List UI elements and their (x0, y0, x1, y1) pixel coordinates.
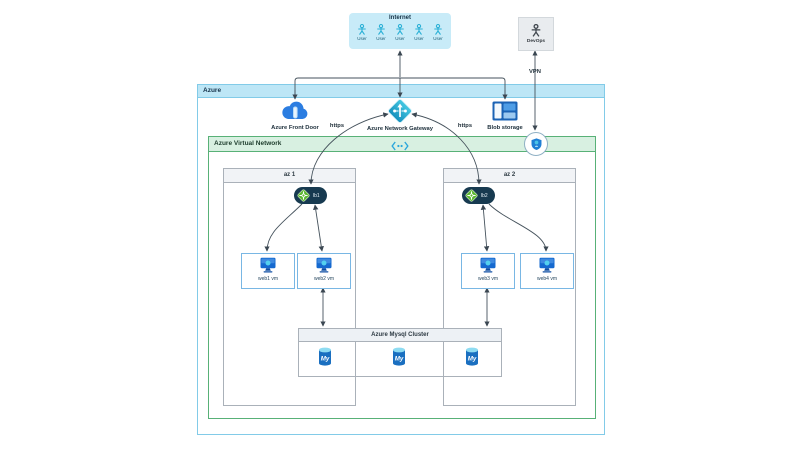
user-icon (434, 24, 442, 35)
load-balancer-2-label: lb2 (481, 192, 488, 199)
blob-storage-icon (492, 101, 518, 126)
user-label: User (414, 36, 424, 41)
internet-label: Internet (388, 15, 411, 21)
mysql-node-1: My (317, 346, 333, 368)
mysql-icon: My (393, 347, 405, 366)
mysql-cluster-container: Azure Mysql Cluster (298, 328, 502, 377)
front-door-icon (281, 100, 309, 127)
network-gateway-label: Azure Network Gateway (366, 126, 434, 132)
vm-web4: web4 vm (520, 253, 574, 289)
svg-text:My: My (468, 356, 477, 363)
mysql-cluster-label: Azure Mysql Cluster (299, 329, 501, 342)
load-balancer-icon (465, 189, 478, 202)
connector-lb2-web3 (480, 204, 490, 252)
devops-person-icon (531, 24, 541, 37)
user-label: User (433, 36, 443, 41)
bastion-icon (531, 138, 541, 150)
load-balancer-1-label: lb1 (313, 192, 320, 199)
mysql-icon: My (466, 347, 478, 366)
vpn-edge-label: VPN (529, 69, 541, 75)
https-right-label: https (457, 123, 473, 129)
connector-lb1-web1 (264, 203, 303, 252)
vm-icon (539, 257, 555, 273)
bastion-node (524, 132, 548, 156)
blob-storage-label: Blob storage (487, 125, 523, 131)
user-figure: User (356, 24, 369, 41)
load-balancer-icon (297, 189, 310, 202)
vm-web1: web1 vm (241, 253, 295, 289)
user-icon (415, 24, 423, 35)
user-icon (396, 24, 404, 35)
vm-web4-label: web4 vm (536, 276, 557, 282)
user-icon (358, 24, 366, 35)
mysql-icon: My (319, 347, 331, 366)
vm-web1-label: web1 vm (257, 276, 278, 282)
svg-text:My: My (321, 356, 330, 363)
vm-web2-label: web2 vm (313, 276, 334, 282)
vm-web3-label: web3 vm (477, 276, 498, 282)
users-row: User User User User User (349, 24, 451, 41)
https-left-label: https (329, 123, 345, 129)
user-figure: User (394, 24, 407, 41)
load-balancer-2: lb2 (462, 187, 495, 204)
mysql-node-2: My (391, 346, 407, 368)
devops-node: DevOps (518, 17, 554, 51)
load-balancer-1: lb1 (294, 187, 327, 204)
user-icon (377, 24, 385, 35)
vm-web3: web3 vm (461, 253, 515, 289)
network-gateway-icon (387, 98, 413, 129)
user-figure: User (375, 24, 388, 41)
connector-gateway-lb2 (411, 112, 482, 185)
vm-web2: web2 vm (297, 253, 351, 289)
connector-lb1-web2 (313, 204, 324, 252)
devops-label: DevOps (526, 39, 546, 44)
virtual-network-icon (391, 138, 409, 156)
virtual-network-label: Azure Virtual Network (209, 137, 595, 152)
user-label: User (395, 36, 405, 41)
svg-text:My: My (395, 356, 404, 363)
vm-icon (480, 257, 496, 273)
mysql-node-3: My (464, 346, 480, 368)
vm-icon (316, 257, 332, 273)
connector-gateway-lb1 (308, 112, 389, 185)
user-label: User (376, 36, 386, 41)
user-figure: User (413, 24, 426, 41)
front-door-label: Azure Front Door (271, 125, 319, 131)
user-figure: User (432, 24, 445, 41)
vm-icon (260, 257, 276, 273)
user-label: User (357, 36, 367, 41)
virtual-network-container: Azure Virtual Network (208, 136, 596, 419)
internet-node: Internet User User User User User (349, 13, 451, 49)
connector-lb2-web4 (488, 203, 549, 252)
